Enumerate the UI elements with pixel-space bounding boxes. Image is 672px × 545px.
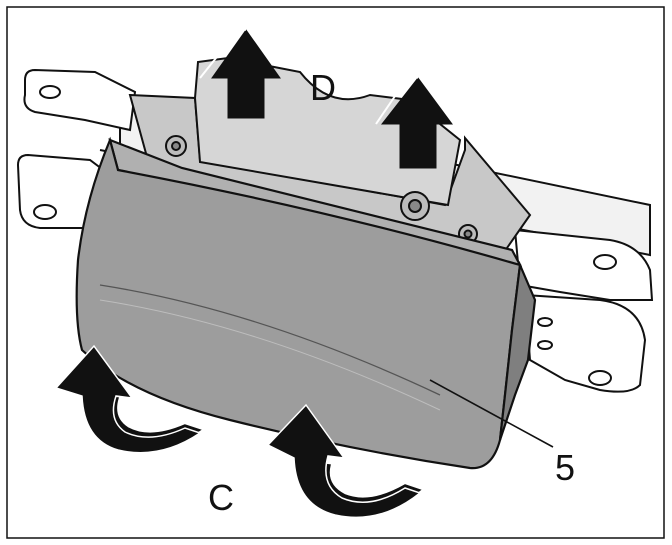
label-D: D [310,67,336,108]
cover-part-5 [75,136,537,470]
label-C: C [208,477,234,518]
part-5-leader-line [429,379,554,448]
label-part-5: 5 [555,447,575,488]
lift-arrows [199,26,453,169]
rotation-arrows [54,344,422,519]
